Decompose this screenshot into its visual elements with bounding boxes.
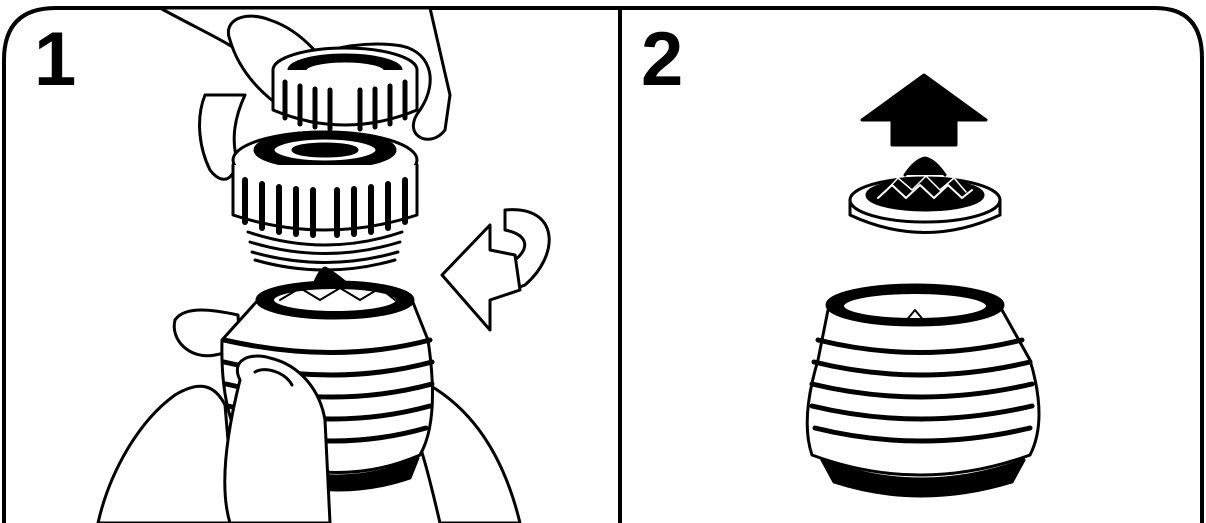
counterclockwise-rotate-arrow-icon [440,208,551,332]
housing-nut [271,46,419,132]
aerator-housing [231,130,419,272]
step-2-illustration [805,73,1041,498]
step-1-illustration [96,6,551,523]
panel-frame [2,6,1204,523]
step-number-1: 1 [34,17,77,102]
lower-hand [96,308,522,523]
empty-aerator-body [805,283,1041,498]
step-number-2: 2 [641,17,684,102]
up-arrow-icon [860,73,988,147]
front-thumb [223,354,332,523]
aerator-insert [848,156,1002,234]
